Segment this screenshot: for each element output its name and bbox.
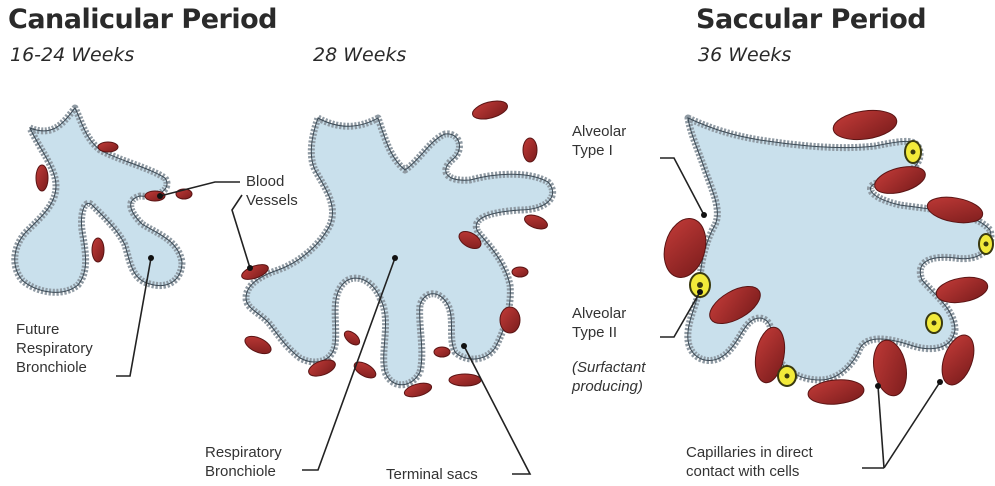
leader-alveolar-type-i: [660, 158, 704, 215]
blood-vessel: [523, 138, 537, 162]
blood-vessel: [523, 212, 550, 231]
blood-vessel: [92, 238, 104, 262]
leader-capillaries-1: [878, 386, 884, 468]
blood-vessel: [471, 98, 510, 123]
label-blood-vessels: Blood Vessels: [246, 172, 298, 210]
label-line: Capillaries in direct: [686, 443, 813, 462]
label-line: Blood: [246, 172, 298, 191]
label-line: Alveolar: [572, 122, 626, 141]
blood-vessel: [352, 359, 379, 381]
saccular-title: Saccular Period: [696, 4, 926, 35]
label-alveolar-type-i: Alveolar Type I: [572, 122, 626, 160]
blood-vessel: [342, 328, 362, 347]
saccular-weeks: 36 Weeks: [698, 44, 791, 66]
blood-vessel: [512, 267, 528, 277]
blood-vessel: [434, 347, 450, 357]
label-line: Alveolar: [572, 304, 626, 323]
label-line: Respiratory: [16, 339, 93, 358]
blood-vessel: [500, 307, 520, 333]
label-capillaries: Capillaries in direct contact with cells: [686, 443, 813, 481]
label-line: Respiratory: [205, 443, 282, 462]
leader-terminal-sacs: [464, 346, 530, 474]
label-line: Type II: [572, 323, 626, 342]
saccular-airway: [688, 118, 991, 380]
label-line: Bronchiole: [16, 358, 93, 377]
label-line: Future: [16, 320, 93, 339]
middle-weeks: 28 Weeks: [313, 44, 406, 66]
label-future-bronchiole: Future Respiratory Bronchiole: [16, 320, 93, 377]
blood-vessel: [449, 374, 481, 386]
capillary: [869, 338, 910, 399]
label-line: (Surfactant: [572, 358, 645, 377]
label-line: Type I: [572, 141, 626, 160]
label-surfactant-producing: (Surfactant producing): [572, 358, 645, 396]
blood-vessel: [242, 333, 273, 358]
label-alveolar-type-ii: Alveolar Type II: [572, 304, 626, 342]
leader-blood-vessels-1: [160, 182, 240, 196]
label-line: contact with cells: [686, 462, 813, 481]
label-line: Vessels: [246, 191, 298, 210]
label-line: producing): [572, 377, 645, 396]
blood-vessel: [98, 142, 118, 152]
capillary: [831, 107, 898, 144]
canalicular-title: Canalicular Period: [8, 4, 277, 35]
middle-airway: [246, 118, 553, 385]
label-respiratory-bronchiole: Respiratory Bronchiole: [205, 443, 282, 481]
blood-vessel: [36, 165, 48, 191]
canalicular-weeks: 16-24 Weeks: [10, 44, 134, 66]
label-line: Bronchiole: [205, 462, 282, 481]
label-terminal-sacs: Terminal sacs: [386, 465, 478, 484]
